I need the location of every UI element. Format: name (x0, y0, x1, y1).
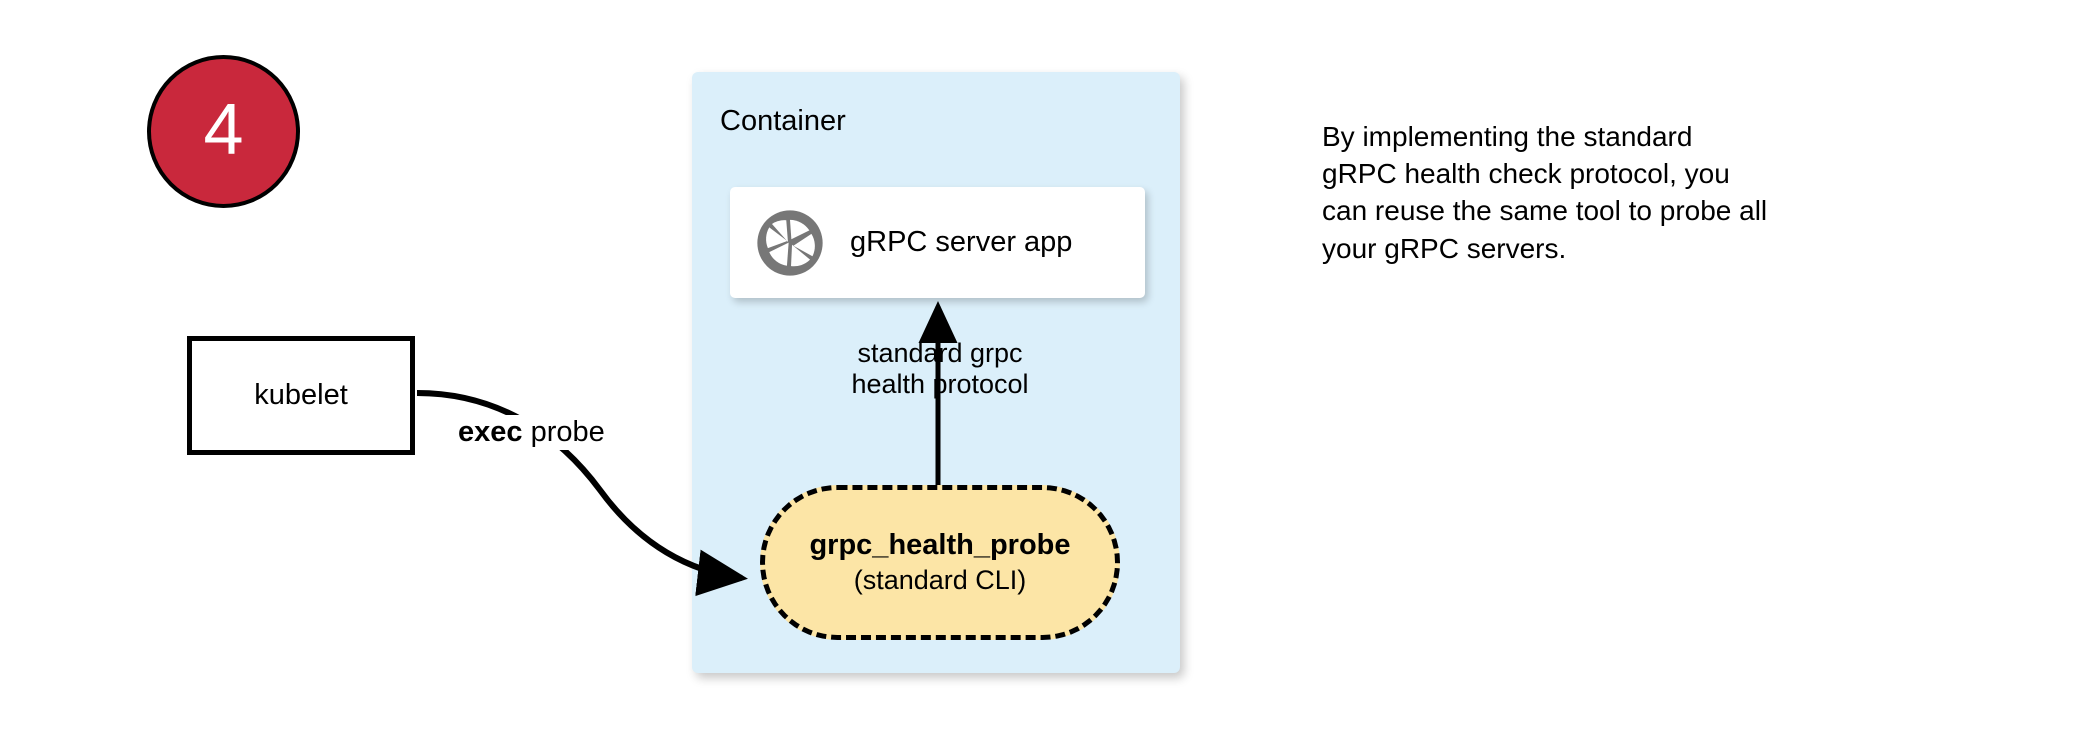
grpc-health-probe-node: grpc_health_probe (standard CLI) (760, 485, 1120, 640)
kubelet-label: kubelet (254, 379, 348, 412)
exec-probe-edge-label: exec probe (455, 415, 608, 450)
side-note-line4: your gRPC servers. (1322, 232, 1567, 264)
grpc-server-app-label: gRPC server app (850, 226, 1073, 259)
side-note-line2: gRPC health check protocol, you (1322, 158, 1730, 190)
container-title: Container (720, 105, 846, 137)
step-number-badge: 4 (147, 55, 300, 208)
grpc-health-probe-subtitle: (standard CLI) (853, 564, 1027, 595)
protocol-edge-label-line2: health protocol (851, 369, 1029, 400)
kubelet-box: kubelet (187, 336, 415, 455)
exec-probe-edge-label-bold: exec (458, 416, 523, 448)
protocol-edge-label: standard grpc health protocol (770, 338, 1110, 400)
side-note-line1: By implementing the standard (1322, 121, 1693, 152)
step-number-label: 4 (203, 89, 244, 170)
grpc-health-probe-title: grpc_health_probe (809, 529, 1071, 562)
grpc-aperture-icon (757, 209, 823, 276)
side-note: By implementing the standard gRPC health… (1322, 118, 1892, 267)
exec-probe-edge-label-plain: probe (522, 416, 605, 448)
protocol-edge-label-line1: standard grpc (857, 338, 1023, 368)
grpc-server-app-card: gRPC server app (730, 187, 1145, 298)
side-note-line3: can reuse the same tool to probe all (1322, 195, 1768, 227)
